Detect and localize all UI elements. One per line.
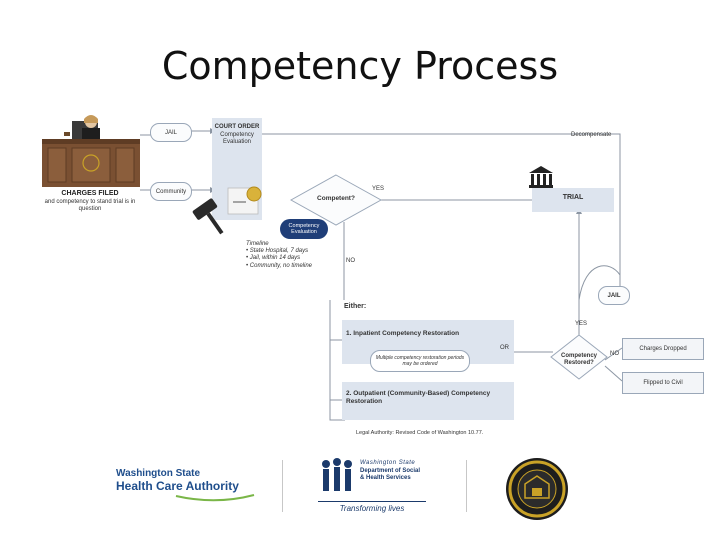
jail-node-right: JAIL — [598, 286, 630, 305]
court-seal-icon — [82, 154, 100, 172]
eval-timeline-item: • Community, no timeline — [246, 262, 313, 269]
gavel-document-illustration — [192, 186, 262, 235]
eval-timeline-item: • Jail, within 14 days — [246, 255, 301, 262]
logo-divider — [282, 460, 283, 512]
competency-evaluation-node: Competency Evaluation — [280, 219, 328, 239]
no-label-right: NO — [610, 351, 619, 357]
trial-label: TRIAL — [562, 194, 584, 201]
decompensate-label: Decompensate — [571, 132, 612, 138]
trial-node — [532, 188, 614, 212]
competent-question: Competent? — [317, 195, 355, 202]
dshs-logo-line1: Washington State — [360, 460, 416, 466]
or-label: OR — [500, 345, 509, 351]
yes-label-right: YES — [575, 321, 588, 327]
restored-question: Competency Restored? — [560, 353, 597, 367]
hca-logo-line2: Health Care Authority — [116, 479, 239, 493]
eval-timeline-head: Timeline — [246, 241, 269, 247]
hca-logo-line1: Washington State — [116, 468, 201, 479]
community-node: Community — [150, 182, 192, 201]
jail-node: JAIL — [150, 123, 192, 142]
charges-filed-sub: and competency to stand trial is in ques… — [44, 199, 136, 213]
gavel-icon — [192, 198, 224, 235]
inpatient-restoration-label: 1. Inpatient Competency Restoration — [346, 330, 460, 337]
court-order-sub: Competency Evaluation — [220, 132, 254, 146]
page-title: Competency Process — [161, 44, 559, 88]
no-label: NO — [346, 258, 355, 264]
competent-decision-diamond — [290, 174, 382, 226]
court-order-label: COURT ORDER — [214, 124, 260, 130]
restored-decision-diamond — [550, 334, 608, 380]
outpatient-restoration-panel — [342, 382, 514, 420]
flipped-civil-node: Flipped to Civil — [622, 372, 704, 394]
gold-seal-icon — [246, 186, 262, 202]
multiple-periods-note: Multiple competency restoration periods … — [370, 350, 470, 372]
eval-timeline-item: • State Hospital, 7 days — [246, 248, 309, 255]
dshs-logo-line2: Department of Social — [360, 467, 421, 474]
dshs-logo-line3: & Health Services — [360, 475, 411, 481]
agency-seal-icon — [506, 458, 568, 520]
dshs-figures-icon — [322, 458, 352, 491]
either-label: Either: — [344, 303, 367, 310]
logo-divider-2 — [466, 460, 467, 512]
eval-timeline: Timeline • State Hospital, 7 days • Jail… — [246, 241, 326, 270]
legal-authority-label: Legal Authority: Revised Code of Washing… — [356, 430, 484, 436]
hca-logo: Washington State Health Care Authority — [116, 469, 256, 503]
hca-swoosh-icon — [175, 494, 255, 502]
yes-label: YES — [372, 186, 385, 192]
courthouse-icon — [529, 166, 553, 188]
courtroom-illustration — [42, 115, 140, 187]
charges-filed-label: CHARGES FILED — [61, 190, 119, 197]
charges-dropped-node: Charges Dropped — [622, 338, 704, 360]
dshs-tagline: Transforming lives — [318, 501, 426, 513]
outpatient-restoration-label: 2. Outpatient (Community-Based) Competen… — [346, 390, 491, 405]
